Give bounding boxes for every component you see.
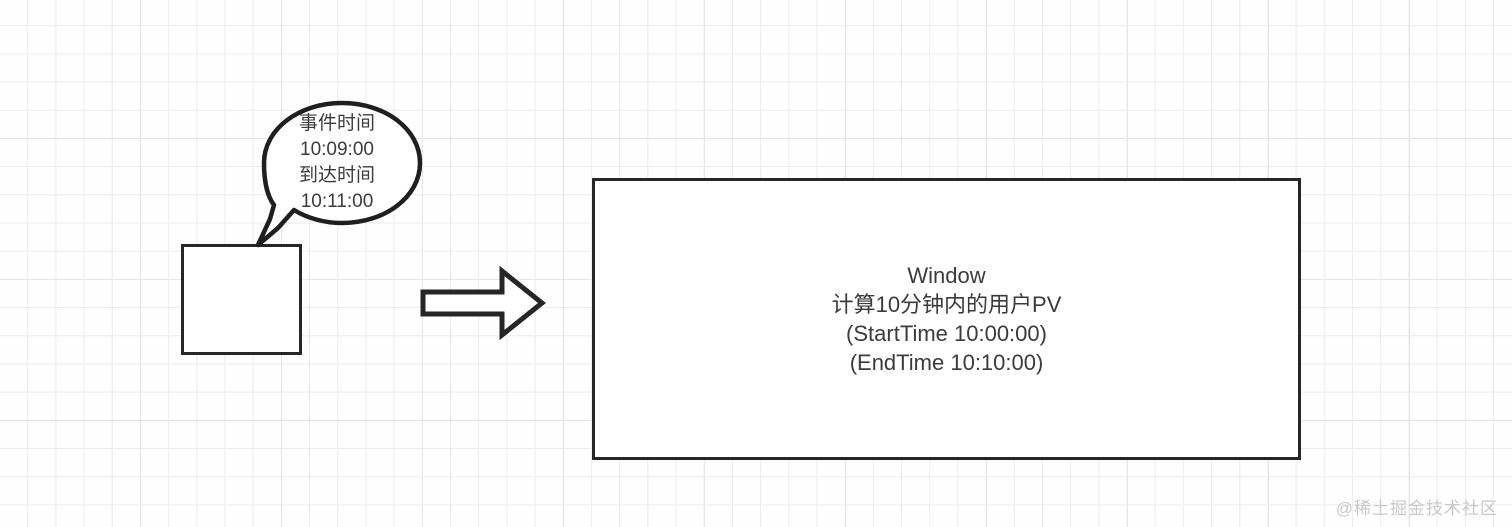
window-title-line: Window [907, 263, 986, 288]
bubble-line-event-time-label: 事件时间 [298, 113, 375, 134]
speech-bubble: 事件时间 10:09:00 到达时间 10:11:00 [255, 100, 423, 248]
flow-arrow [420, 265, 547, 341]
block-arrow-right-icon [420, 265, 547, 341]
window-box-text: Window 计算10分钟内的用户PV (StartTime 10:00:00)… [595, 261, 1298, 377]
event-source-square [181, 244, 302, 355]
speech-bubble-text: 事件时间 10:09:00 到达时间 10:11:00 [260, 111, 414, 215]
window-box: Window 计算10分钟内的用户PV (StartTime 10:00:00)… [592, 178, 1301, 460]
bubble-line-arrival-time-value: 10:11:00 [300, 191, 374, 212]
bubble-line-arrival-time-label: 到达时间 [298, 165, 375, 186]
watermark: @稀土掘金技术社区 [1335, 499, 1498, 518]
window-description-line: 计算10分钟内的用户PV [831, 292, 1062, 317]
window-end-time-line: (EndTime 10:10:00) [849, 350, 1044, 375]
window-start-time-line: (StartTime 10:00:00) [846, 321, 1047, 346]
speech-bubble-shape [255, 100, 423, 248]
bubble-line-event-time-value: 10:09:00 [300, 139, 374, 160]
